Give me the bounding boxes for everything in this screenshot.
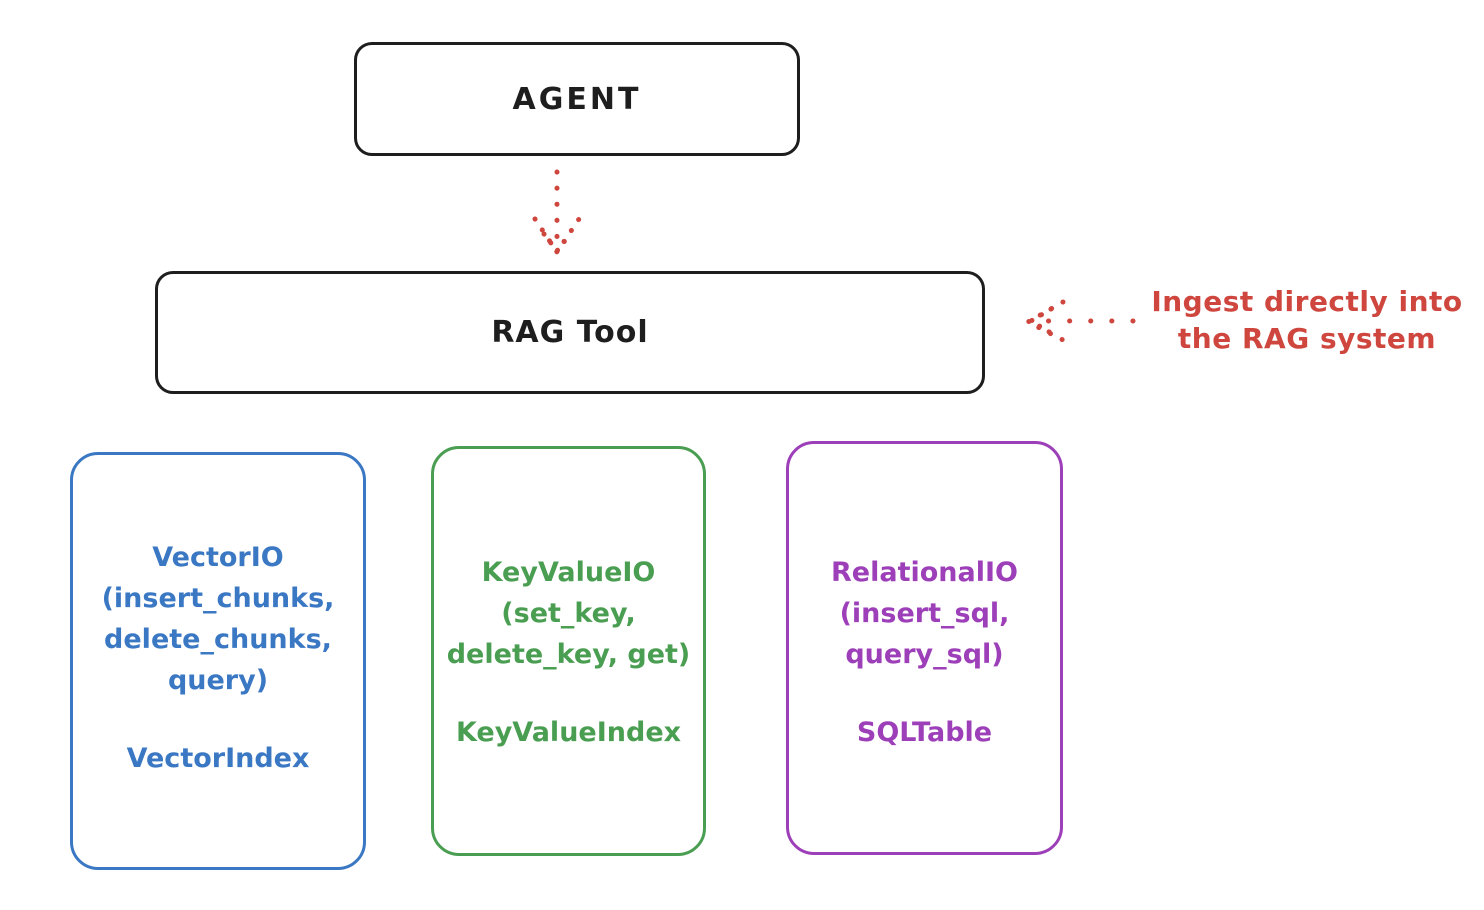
card-vector-io: VectorIO (insert_chunks, delete_chunks, …: [70, 452, 366, 870]
card-line: delete_chunks,: [104, 624, 332, 655]
rag-tool-node-label: RAG Tool: [491, 315, 649, 350]
annotation-line: Ingest directly into: [1151, 285, 1463, 318]
card-line: (set_key,: [501, 598, 636, 629]
arrow-agent-to-rag-tool-icon: [532, 169, 582, 255]
annotation-ingest: Ingest directly into the RAG system: [1140, 283, 1474, 357]
card-line: KeyValueIO: [481, 557, 656, 588]
card-footer-label: VectorIndex: [126, 743, 310, 774]
arrow-annotation-to-rag-tool-icon: [1025, 299, 1136, 343]
agent-node-label: AGENT: [512, 81, 642, 117]
card-line: VectorIO: [152, 542, 284, 573]
card-line: query_sql): [845, 639, 1004, 670]
card-line: (insert_sql,: [839, 598, 1010, 629]
card-line: query): [167, 665, 269, 696]
rag-tool-node: RAG Tool: [155, 271, 985, 394]
annotation-line: the RAG system: [1177, 322, 1437, 355]
card-footer-label: SQLTable: [856, 717, 993, 748]
card-relational-io: RelationalIO (insert_sql, query_sql) SQL…: [786, 441, 1063, 855]
card-line: RelationalIO: [831, 557, 1018, 588]
card-line: (insert_chunks,: [101, 583, 335, 614]
card-key-value-io: KeyValueIO (set_key, delete_key, get) Ke…: [431, 446, 706, 856]
card-line: delete_key, get): [446, 639, 691, 670]
card-footer-label: KeyValueIndex: [455, 717, 682, 748]
agent-node: AGENT: [354, 42, 800, 156]
